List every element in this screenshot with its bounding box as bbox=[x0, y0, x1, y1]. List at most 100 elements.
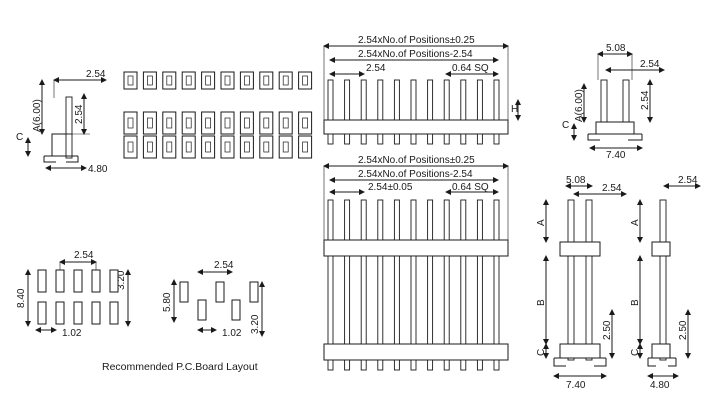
height-label: H bbox=[511, 104, 518, 115]
pin-tail bbox=[344, 133, 351, 145]
pin-mid bbox=[344, 255, 351, 345]
tail-label: 2.54 bbox=[640, 90, 651, 110]
pad-hole bbox=[166, 117, 173, 129]
pad-hole bbox=[302, 75, 308, 86]
layout-hole bbox=[231, 299, 241, 321]
pin-tail bbox=[460, 133, 467, 145]
pad-hole bbox=[302, 141, 308, 153]
pitch-label: 2.54 bbox=[86, 69, 106, 80]
pin-tail bbox=[344, 359, 351, 371]
pin bbox=[427, 199, 434, 241]
b-dimension-label: B bbox=[536, 299, 547, 306]
pad-label: 1.02 bbox=[222, 328, 242, 339]
pin-mid bbox=[393, 255, 400, 345]
pcb-layout-single-row: 2.54 5.80 3.20 1.02 bbox=[162, 260, 265, 339]
base-label: 4.80 bbox=[650, 380, 670, 391]
pin bbox=[443, 199, 450, 241]
row-label: 5.80 bbox=[162, 292, 173, 312]
pin bbox=[427, 79, 434, 121]
tail-label: 2.54 bbox=[74, 104, 85, 124]
pad-hole bbox=[302, 117, 308, 129]
pad-hole bbox=[244, 75, 250, 86]
pad-hole bbox=[147, 117, 153, 129]
base-label: 4.80 bbox=[88, 164, 108, 175]
pad-hole bbox=[205, 75, 211, 86]
pin-tail bbox=[443, 133, 450, 145]
base-label: 7.40 bbox=[566, 380, 586, 391]
c-dimension-label: C bbox=[16, 132, 23, 143]
pad-hole bbox=[263, 75, 270, 86]
pad-hole bbox=[127, 117, 134, 129]
pin-mid bbox=[410, 255, 417, 345]
pin bbox=[443, 79, 450, 121]
pin-tail bbox=[443, 359, 450, 371]
pin bbox=[377, 199, 384, 241]
c-dimension-label: C bbox=[630, 349, 641, 356]
a-dimension-label: A(6.00) bbox=[574, 89, 585, 122]
layout-hole bbox=[37, 301, 47, 325]
pad-array-top bbox=[142, 71, 313, 90]
pad-hole bbox=[147, 75, 153, 86]
row-pitch-label: 5.08 bbox=[566, 175, 586, 186]
layout-hole bbox=[197, 299, 207, 321]
pin-tail bbox=[393, 359, 400, 371]
pin bbox=[344, 79, 351, 121]
pcb-single-holes bbox=[179, 281, 259, 321]
pitch-label: 2.54 bbox=[640, 59, 660, 70]
pcb-layout-double-row: 2.54 8.40 3.20 1.02 bbox=[16, 250, 131, 339]
pin bbox=[410, 79, 417, 121]
pin bbox=[377, 79, 384, 121]
c-dimension-label: C bbox=[536, 349, 547, 356]
pin bbox=[327, 79, 334, 121]
pin bbox=[393, 79, 400, 121]
pad-hole bbox=[263, 141, 270, 153]
layout-hole bbox=[91, 269, 101, 293]
pin-tail bbox=[493, 133, 500, 145]
pin-tail bbox=[410, 133, 417, 145]
pin bbox=[410, 199, 417, 241]
overall-length-label: 2.54xNo.of Positions±0.25 bbox=[358, 155, 475, 166]
inner-length-label: 2.54xNo.of Positions-2.54 bbox=[358, 169, 473, 180]
pin bbox=[460, 199, 467, 241]
pad-hole bbox=[185, 141, 192, 153]
pin-size-label: 0.64 SQ bbox=[452, 182, 489, 193]
pad-hole bbox=[185, 117, 192, 129]
pin bbox=[493, 79, 500, 121]
pin-tail bbox=[327, 359, 334, 371]
layout-hole bbox=[37, 269, 47, 293]
layout-hole bbox=[73, 301, 83, 325]
pin-tail bbox=[427, 359, 434, 371]
pad-label: 1.02 bbox=[62, 328, 82, 339]
pad-hole bbox=[205, 117, 211, 129]
pad-hole bbox=[147, 141, 153, 153]
pad-hole bbox=[282, 75, 289, 86]
pad-hole bbox=[166, 141, 173, 153]
pin-mid bbox=[460, 255, 467, 345]
pitch-label: 2.54±0.05 bbox=[368, 182, 413, 193]
pin-tail bbox=[410, 359, 417, 371]
pad-hole bbox=[224, 141, 231, 153]
pin-mid bbox=[327, 255, 334, 345]
pad-row-single bbox=[123, 71, 138, 90]
pin-tail bbox=[377, 133, 384, 145]
pad-hole bbox=[127, 141, 134, 153]
pad-hole bbox=[224, 75, 231, 86]
layout-hole bbox=[179, 281, 189, 303]
side-view-double-tall: 5.08 2.54 A B C 2.50 7.40 bbox=[536, 175, 627, 391]
pin bbox=[493, 199, 500, 241]
offset-label: 3.20 bbox=[250, 314, 261, 334]
pin-mid bbox=[443, 255, 450, 345]
pitch-label: 2.54 bbox=[602, 183, 622, 194]
pitch-label: 2.54 bbox=[678, 175, 698, 186]
pin bbox=[344, 199, 351, 241]
top-view-pads bbox=[123, 71, 138, 90]
b-dimension-label: B bbox=[630, 299, 641, 306]
tail-label: 2.50 bbox=[678, 320, 689, 340]
pin-tail bbox=[377, 359, 384, 371]
pitch-label: 2.54 bbox=[214, 260, 234, 271]
pitch-label: 2.54 bbox=[366, 63, 386, 74]
inner-length-label: 2.54xNo.of Positions-2.54 bbox=[358, 49, 473, 60]
pcb-double-holes bbox=[37, 269, 119, 325]
a-dimension-label: A bbox=[536, 219, 547, 226]
